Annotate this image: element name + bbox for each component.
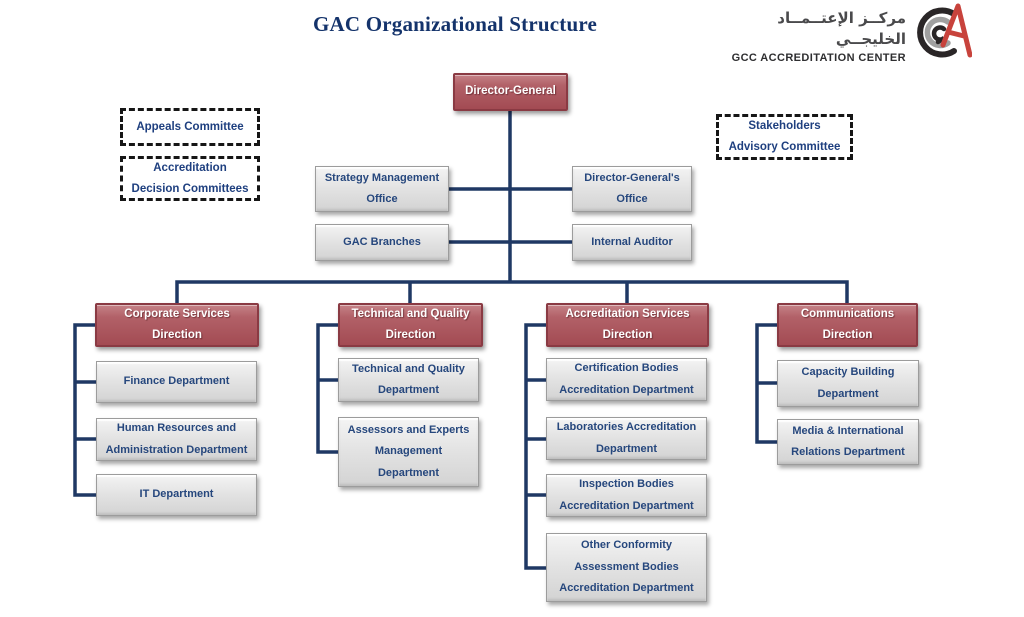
node-assessors-experts-department: Assessors and Experts Management Departm… <box>338 417 479 487</box>
node-hr-administration-department: Human Resources and Administration Depar… <box>96 418 257 461</box>
gac-logo: مركــز الإعتــمــاد الخليجــي GCC ACCRED… <box>706 8 906 64</box>
page-title: GAC Organizational Structure <box>312 12 598 36</box>
node-stakeholders-advisory-committee: Stakeholders Advisory Committee <box>716 114 853 160</box>
node-accreditation-services-direction: Accreditation Services Direction <box>546 303 709 347</box>
node-director-general: Director-General <box>453 73 568 111</box>
node-laboratories-department: Laboratories Accreditation Department <box>546 417 707 460</box>
node-certification-bodies-department: Certification Bodies Accreditation Depar… <box>546 358 707 401</box>
logo-arabic-text: مركــز الإعتــمــاد الخليجــي <box>777 9 906 48</box>
node-strategy-management-office: Strategy Management Office <box>315 166 449 212</box>
node-media-international-department: Media & International Relations Departme… <box>777 419 919 465</box>
node-technical-quality-department: Technical and Quality Department <box>338 358 479 402</box>
node-finance-department: Finance Department <box>96 361 257 403</box>
node-communications-direction: Communications Direction <box>777 303 918 347</box>
logo-english-text: GCC ACCREDITATION CENTER <box>731 52 906 64</box>
node-gac-branches: GAC Branches <box>315 224 449 261</box>
node-it-department: IT Department <box>96 474 257 516</box>
node-inspection-bodies-department: Inspection Bodies Accreditation Departme… <box>546 474 707 517</box>
node-capacity-building-department: Capacity Building Department <box>777 360 919 407</box>
node-other-conformity-department: Other Conformity Assessment Bodies Accre… <box>546 533 707 602</box>
node-accreditation-decision-committees: Accreditation Decision Committees <box>120 156 260 201</box>
node-internal-auditor: Internal Auditor <box>572 224 692 261</box>
node-corporate-services-direction: Corporate Services Direction <box>95 303 259 347</box>
gac-emblem-icon <box>917 3 972 58</box>
node-technical-quality-direction: Technical and Quality Direction <box>338 303 483 347</box>
node-director-generals-office: Director-General's Office <box>572 166 692 212</box>
node-appeals-committee: Appeals Committee <box>120 108 260 146</box>
